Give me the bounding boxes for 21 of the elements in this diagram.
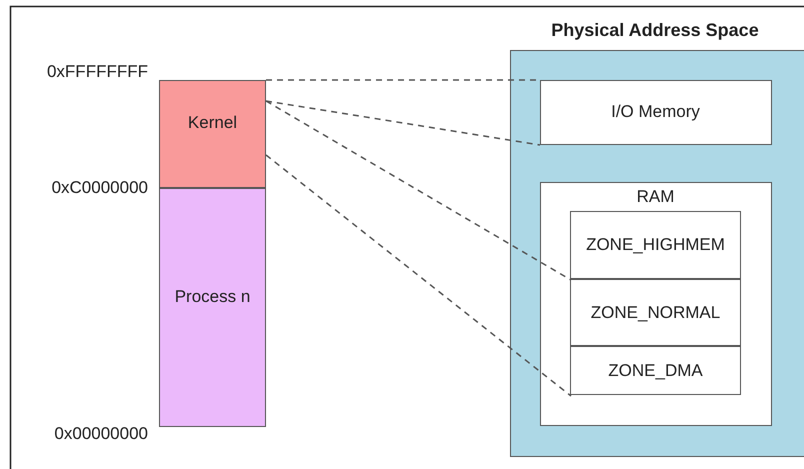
region-label: Process n [174,286,250,306]
address-label: 0xFFFFFFFF [46,62,148,82]
memory-region-box [570,211,741,279]
memory-region-box [570,346,741,395]
memory-region-box [570,279,741,346]
region-label: ZONE_DMA [608,360,703,380]
region-label: ZONE_HIGHMEM [586,235,725,255]
memory-region-box [540,80,772,144]
region-label: Kernel [188,113,238,133]
dashed-connector [266,100,540,146]
dashed-connector [266,154,572,397]
memory-region-box [540,182,772,426]
region-label: ZONE_NORMAL [590,302,720,322]
address-label: 0xC0000000 [50,178,148,198]
panel-heading: Physical Address Space [550,20,760,41]
memory-region-box [159,80,266,188]
dashed-connector [266,100,572,281]
address-label: 0x00000000 [53,424,148,444]
region-label: RAM [636,186,674,206]
region-label: I/O Memory [611,102,700,122]
memory-region-box [159,188,266,427]
